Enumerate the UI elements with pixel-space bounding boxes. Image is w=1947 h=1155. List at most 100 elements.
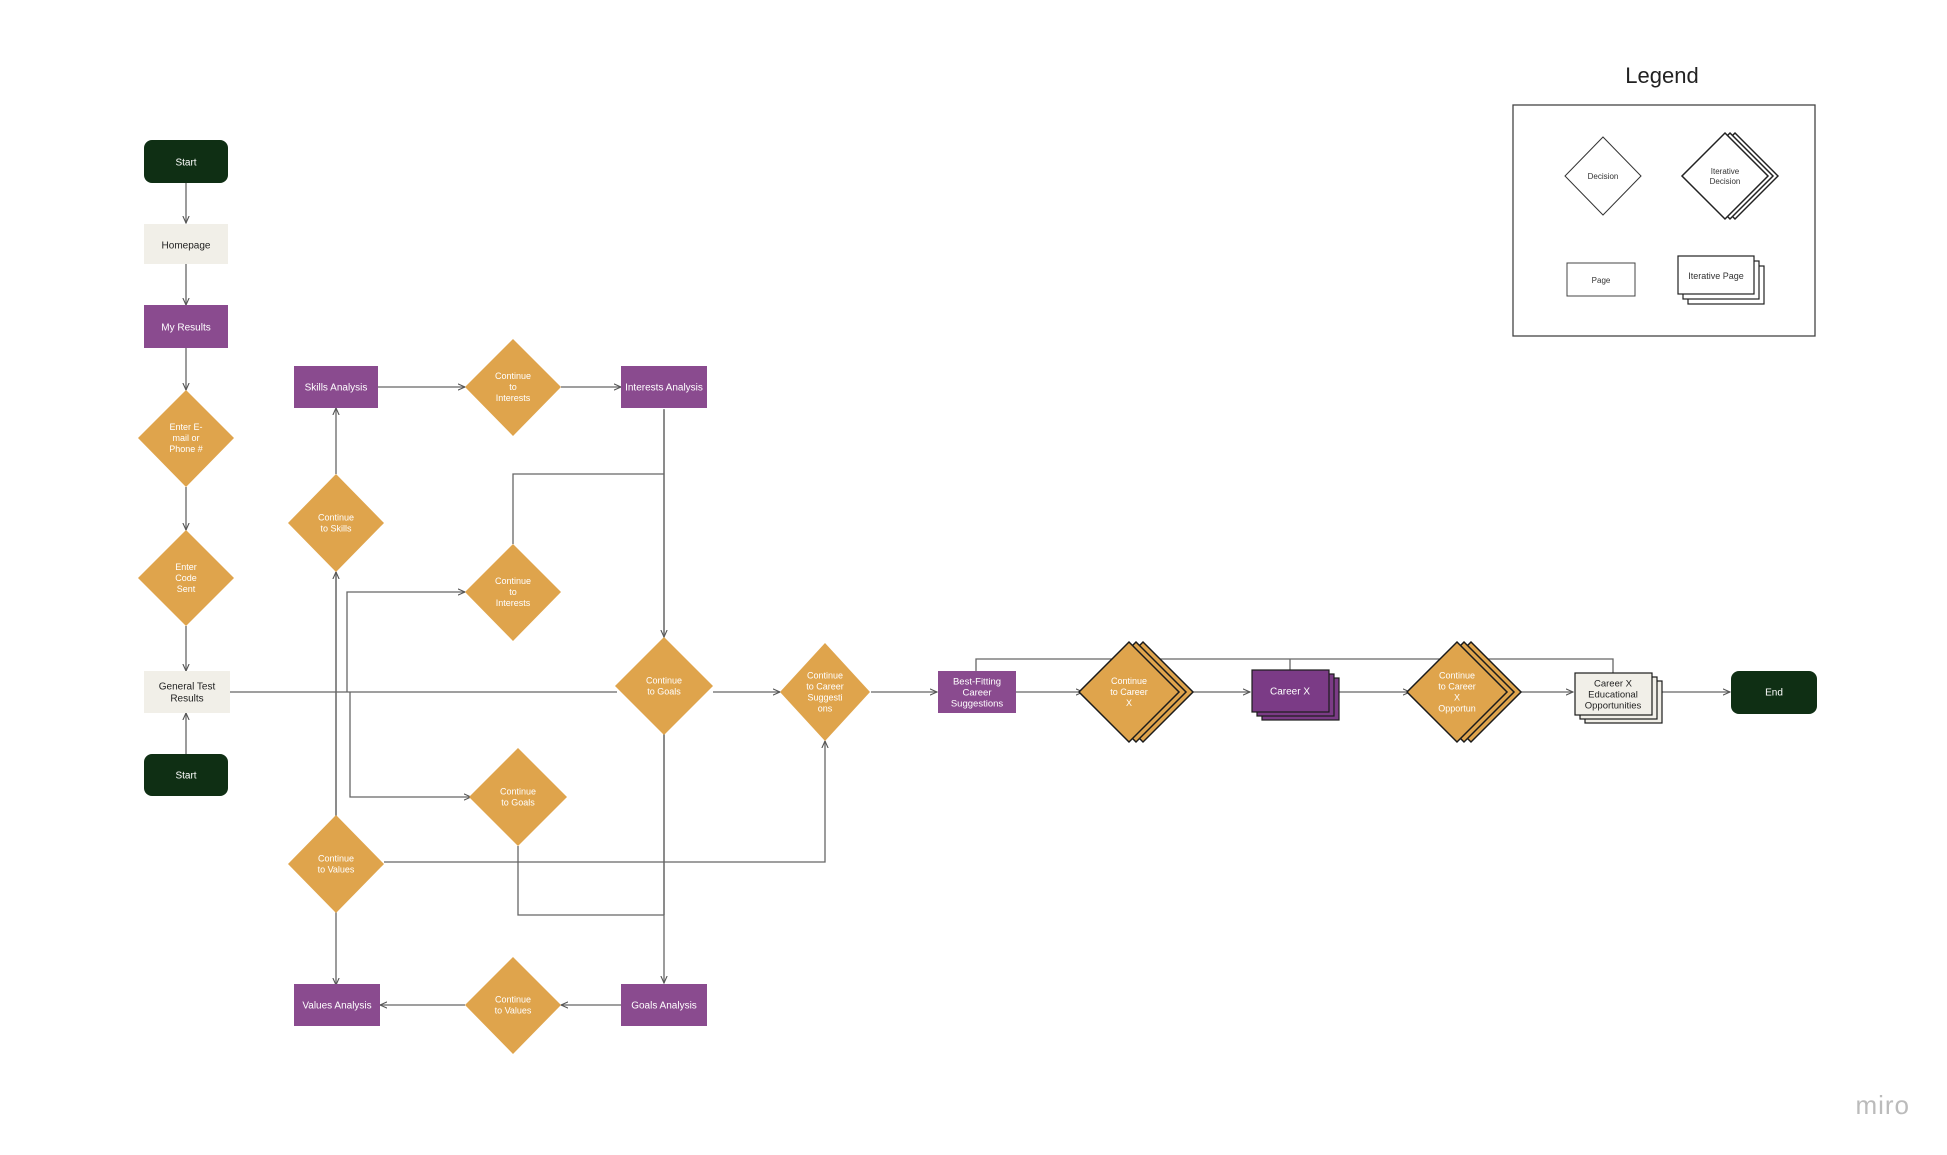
node-label: My Results — [161, 323, 210, 334]
node-label-line: Enter E- — [169, 422, 202, 432]
node-label-line: Continue — [1439, 671, 1475, 681]
node-label-line: to Career — [806, 682, 844, 692]
node-label-line: to Goals — [501, 798, 535, 808]
node-label-line: Opportunities — [1585, 700, 1642, 711]
legend-page: Page — [1566, 262, 1636, 297]
svg-text:Iterative Page: Iterative Page — [1688, 271, 1744, 281]
node-label-line: to Values — [318, 865, 355, 875]
edge-values-to-suggestions — [384, 741, 825, 863]
node-label-line: Continue — [318, 513, 354, 523]
node-label-line: Continue — [495, 576, 531, 586]
node-label-line: Results — [170, 694, 203, 705]
node-label-line: to Career — [1110, 687, 1148, 697]
legend-title: Legend — [1625, 63, 1698, 88]
node-label-line: Continue — [807, 671, 843, 681]
node-label: Career X — [1270, 687, 1310, 698]
edge-goalslow-to-goals — [517, 846, 664, 916]
node-label: Goals Analysis — [631, 1001, 697, 1012]
legend-decision: Decision — [1564, 136, 1642, 216]
node-label-line: Goals Analysis — [631, 1001, 697, 1012]
page-goals-analysis[interactable]: Goals Analysis — [621, 984, 707, 1026]
terminal-start-top[interactable]: Start — [144, 140, 228, 183]
node-label: Interests Analysis — [625, 383, 703, 394]
node-label: Homepage — [162, 241, 211, 252]
node-label-line: Decision — [1710, 177, 1741, 186]
node-label-line: General Test — [159, 682, 216, 693]
node-label-line: Continue — [495, 995, 531, 1005]
edge-interests-to-mid — [512, 473, 664, 544]
node-label-line: Sent — [177, 584, 196, 594]
node-label-line: X — [1126, 698, 1132, 708]
node-label-line: to — [509, 382, 517, 392]
legend-frame — [1512, 104, 1816, 337]
node-label-line: Enter — [175, 562, 197, 572]
node-label-line: Career — [962, 687, 991, 698]
node-label-line: Continue — [646, 676, 682, 686]
node-label-line: Interests — [496, 598, 531, 608]
node-label-line: Continue — [1111, 676, 1147, 686]
edge-loop-top — [975, 658, 1614, 673]
node-label: Skills Analysis — [305, 383, 368, 394]
node-label-line: Homepage — [162, 241, 211, 252]
node-label-line: Suggesti — [807, 693, 842, 703]
node-label: Start — [175, 158, 196, 169]
iterative-page-career-x[interactable]: Career X — [1251, 669, 1340, 721]
node-label-line: mail or — [172, 433, 199, 443]
page-homepage[interactable]: Homepage — [144, 224, 228, 264]
miro-watermark: miro — [1855, 1090, 1910, 1120]
page-my-results[interactable]: My Results — [144, 305, 228, 348]
node-label-line: to Goals — [647, 687, 681, 697]
node-label-line: Continue — [495, 371, 531, 381]
terminal-end[interactable]: End — [1731, 671, 1817, 714]
edge-trunk-to-interestsmid — [346, 592, 465, 692]
svg-text:Decision: Decision — [1588, 172, 1619, 181]
terminal-start-bottom[interactable]: Start — [144, 754, 228, 796]
node-label-line: to Values — [495, 1006, 532, 1016]
node-label-line: My Results — [161, 323, 210, 334]
svg-text:Page: Page — [1592, 276, 1611, 285]
node-label-line: Start — [175, 158, 196, 169]
node-label-line: Continue — [318, 854, 354, 864]
page-values-analysis[interactable]: Values Analysis — [294, 984, 380, 1026]
node-label-line: to Skills — [320, 524, 352, 534]
node-label: End — [1765, 688, 1783, 699]
legend-iterative-page: Iterative Page — [1677, 255, 1765, 305]
node-label-line: Start — [175, 771, 196, 782]
node-label: Values Analysis — [302, 1001, 371, 1012]
node-label-line: Career X — [1270, 687, 1310, 698]
page-interests-analysis[interactable]: Interests Analysis — [621, 366, 707, 408]
node-label-line: Educational — [1588, 689, 1638, 700]
node-label-line: Continue — [500, 787, 536, 797]
page-skills-analysis[interactable]: Skills Analysis — [294, 366, 378, 408]
